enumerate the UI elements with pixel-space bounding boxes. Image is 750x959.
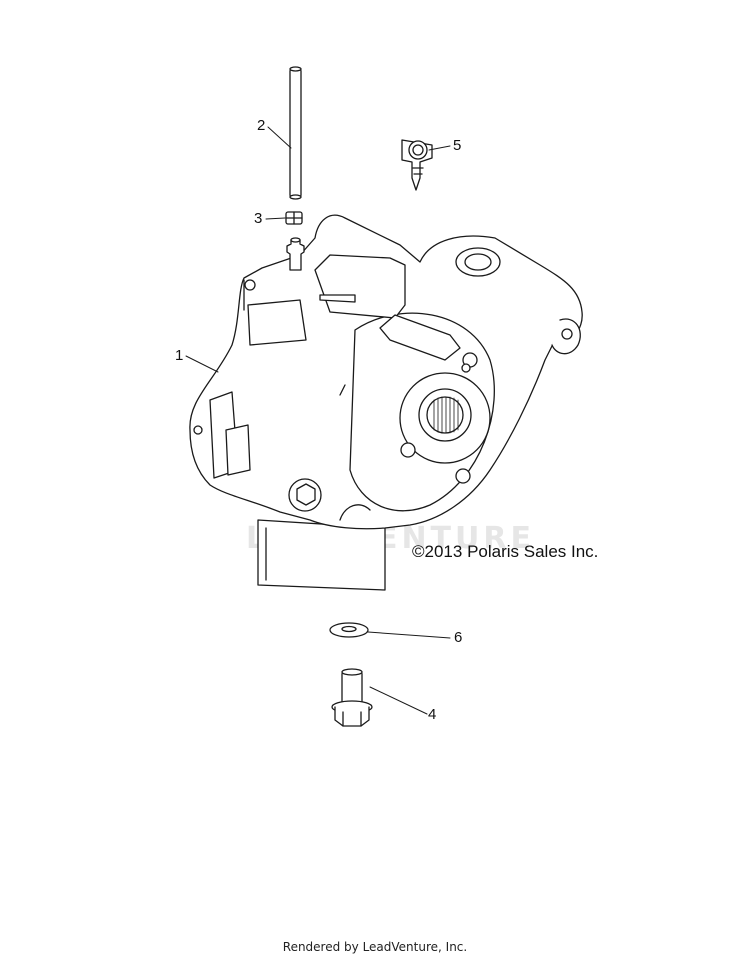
callout-4: 4	[428, 706, 437, 723]
callout-1: 1	[175, 347, 184, 364]
callout-6: 6	[454, 629, 463, 646]
callout-3: 3	[254, 210, 263, 227]
flange-bolt-part	[331, 668, 373, 727]
leader-lines	[185, 126, 451, 715]
render-credit: Rendered by LeadVenture, Inc.	[282, 940, 468, 954]
washer-part	[329, 622, 369, 638]
callout-2: 2	[257, 117, 266, 134]
vent-tube-part	[289, 66, 302, 200]
fitting-part	[401, 139, 433, 191]
copyright-notice: ©2013 Polaris Sales Inc.	[412, 542, 599, 561]
gearcase-housing-part	[189, 214, 583, 591]
clamp-part	[285, 211, 303, 225]
callout-5: 5	[453, 137, 462, 154]
